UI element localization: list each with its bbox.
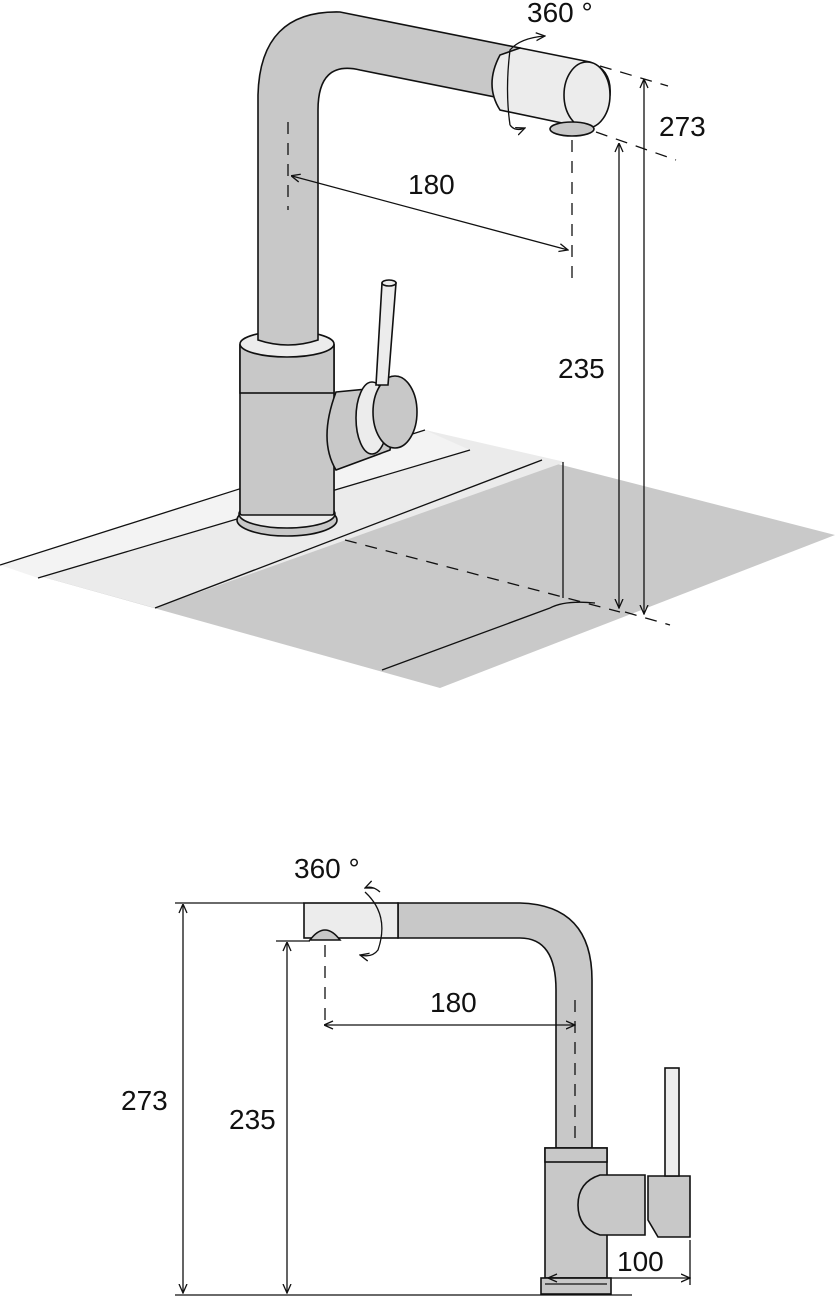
- side-handle: [577, 1067, 691, 1238]
- height-dimensions: 273 235: [558, 65, 706, 614]
- faucet-handle: [326, 279, 418, 471]
- reach-dimension: 180: [292, 169, 568, 250]
- perspective-view: 360 ° 180 273 235: [0, 0, 835, 688]
- side-spout: [303, 902, 593, 1149]
- side-reach-label: 180: [430, 987, 477, 1018]
- side-rotation-label: 360 °: [294, 853, 360, 884]
- side-height-dimensions: 273 235: [121, 902, 632, 1296]
- side-base-dimension: 100: [549, 1240, 690, 1285]
- total-height-label: 273: [659, 111, 706, 142]
- side-view: 360 ° 180 273 235 100: [121, 853, 691, 1296]
- side-reach-dimension: 180: [325, 987, 575, 1025]
- spout-height-label: 235: [558, 353, 605, 384]
- countertop: [0, 429, 835, 688]
- side-base-label: 100: [617, 1246, 664, 1277]
- side-rotation-arrow: 360 °: [294, 853, 383, 956]
- side-total-height-label: 273: [121, 1085, 168, 1116]
- reach-label: 180: [408, 169, 455, 200]
- faucet-body: [239, 330, 335, 516]
- rotation-arrow: 360 °: [506, 0, 593, 129]
- rotation-label: 360 °: [527, 0, 593, 28]
- side-spout-height-label: 235: [229, 1104, 276, 1135]
